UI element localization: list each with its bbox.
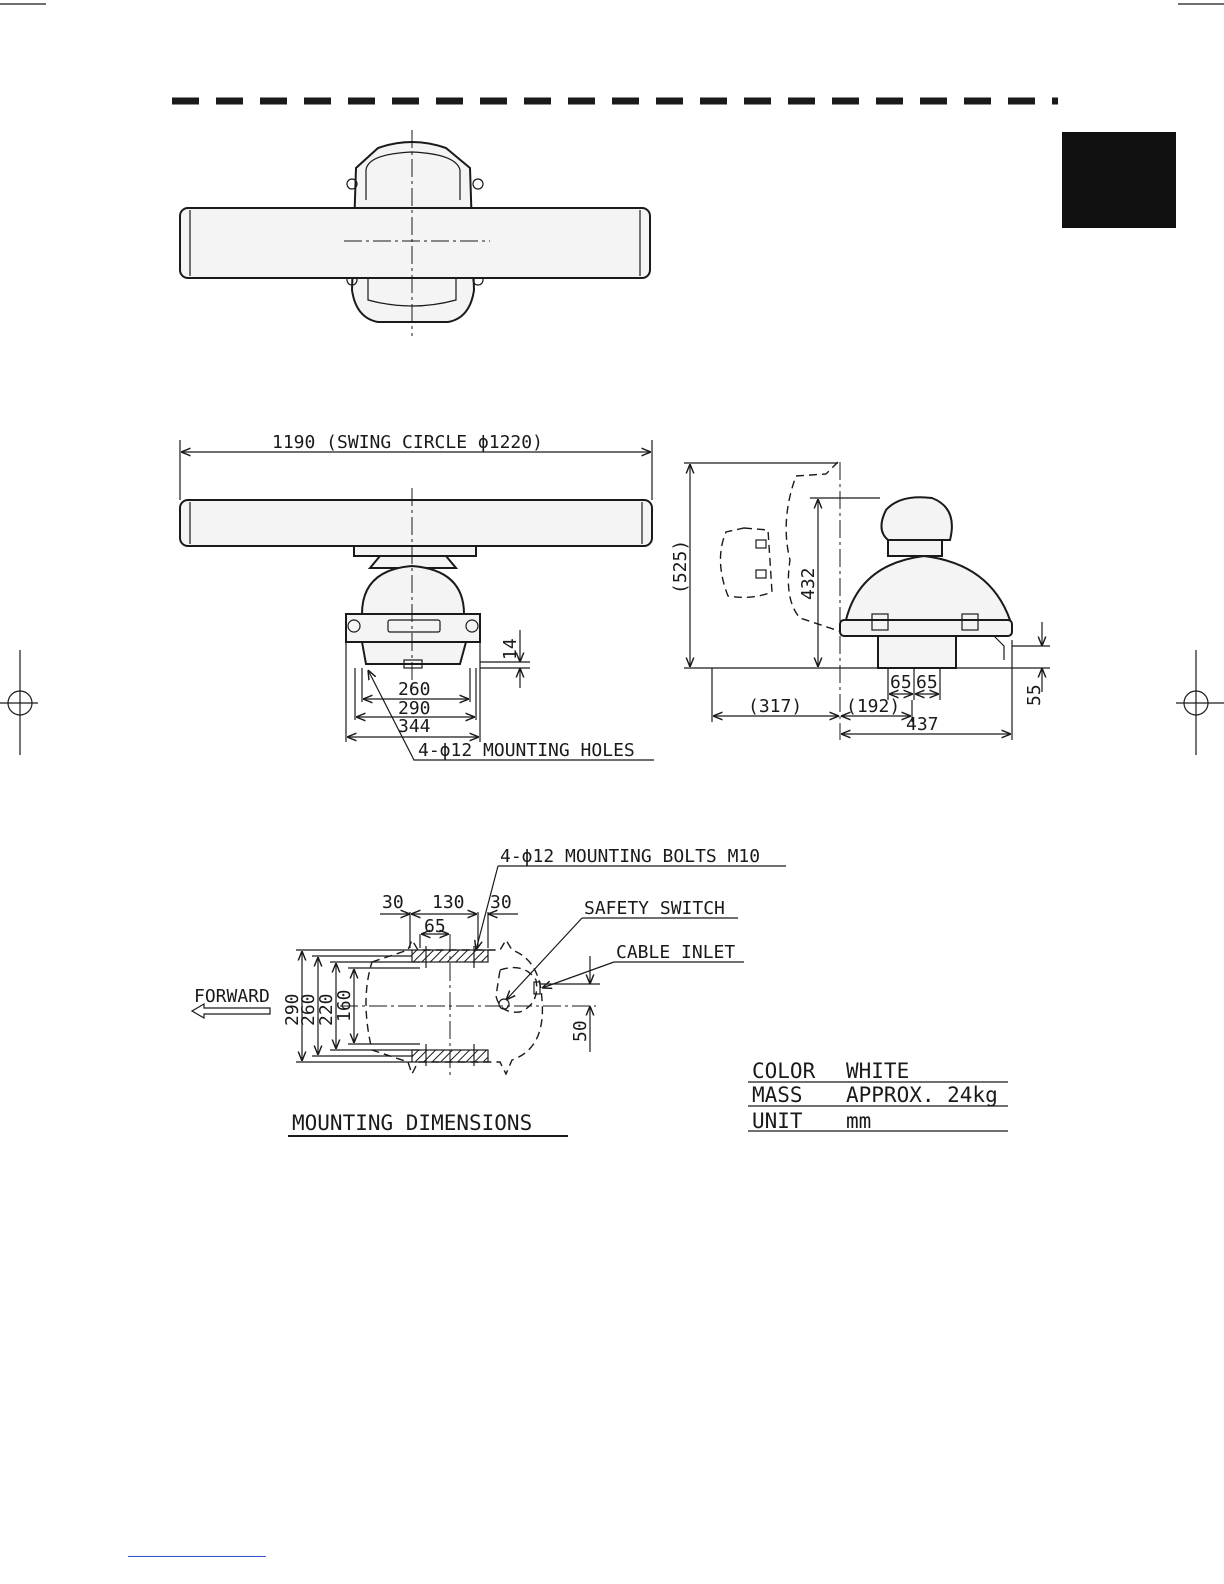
dim-260: 260: [398, 679, 431, 700]
swing-width-label: 1190 (SWING CIRCLE ϕ1220): [272, 432, 543, 453]
dim-437: 437: [906, 714, 939, 735]
mounting-bolts-label: 4-ϕ12 MOUNTING BOLTS M10: [500, 846, 760, 867]
dim-14: 14: [500, 638, 521, 660]
forward-label: FORWARD: [194, 986, 270, 1007]
dim-30-left: 30: [382, 892, 404, 913]
mounting-view: 4-ϕ12 MOUNTING BOLTS M10 30 130 30 65 SA…: [192, 846, 786, 1136]
mounting-holes-label: 4-ϕ12 MOUNTING HOLES: [418, 740, 635, 761]
dim-192: (192): [846, 696, 900, 717]
spec-unit-value: mm: [846, 1109, 871, 1133]
crop-marks: [0, 4, 1224, 755]
dim-55: 55: [1024, 684, 1045, 706]
dim-525: (525): [670, 540, 691, 594]
specs-table: COLOR WHITE MASS APPROX. 24kg UNIT mm: [748, 1059, 1008, 1133]
spec-unit-key: UNIT: [752, 1109, 803, 1133]
spec-color-key: COLOR: [752, 1059, 816, 1083]
side-view: 1190 (SWING CIRCLE ϕ1220) 14 260 290 344…: [180, 432, 654, 761]
top-view: [180, 130, 650, 336]
dim-65: 65: [424, 916, 446, 937]
dim-130: 130: [432, 892, 465, 913]
dim-160-mount: 160: [334, 989, 355, 1022]
dim-50: 50: [570, 1020, 591, 1042]
dim-65-left: 65: [890, 672, 912, 693]
mounting-dimensions-title: MOUNTING DIMENSIONS: [292, 1111, 532, 1135]
spec-mass-value: APPROX. 24kg: [846, 1083, 998, 1107]
dim-65-right: 65: [916, 672, 938, 693]
spec-color-value: WHITE: [846, 1059, 909, 1083]
dim-344: 344: [398, 716, 431, 737]
dim-432: 432: [798, 567, 819, 600]
profile-view: (525) 432 55 65 65 (317) (192) 437: [670, 462, 1050, 740]
safety-switch-label: SAFETY SWITCH: [584, 898, 725, 919]
cable-inlet-label: CABLE INLET: [616, 942, 735, 963]
spec-mass-key: MASS: [752, 1083, 803, 1107]
dim-30-right: 30: [490, 892, 512, 913]
dim-317: (317): [748, 696, 802, 717]
